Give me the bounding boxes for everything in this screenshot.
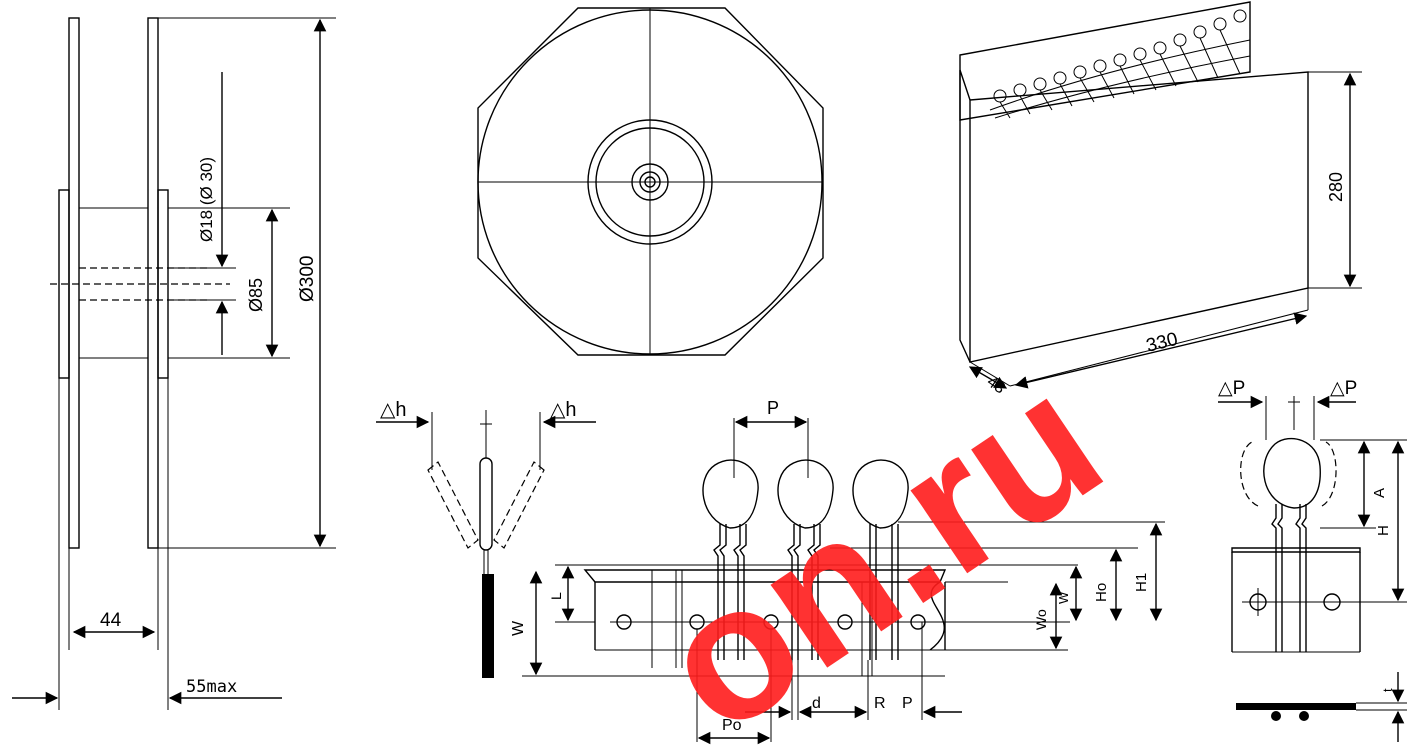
delta-h-left-label: △h	[380, 399, 407, 421]
lead-length-label: L	[548, 592, 564, 600]
reel-inner-width-label: 44	[100, 610, 122, 631]
delta-p-right-label: △P	[1330, 378, 1357, 399]
reel-flange-diameter-label: Ø300	[297, 256, 318, 302]
delta-p-left-label: △P	[1218, 378, 1245, 399]
lead-tilt-view: △h △h	[376, 399, 596, 678]
reel-hub-diameter-label: Ø18 (Ø 30)	[197, 157, 216, 242]
tape-width-label: W	[510, 620, 527, 636]
reel-side-view: Ø18 (Ø 30) Ø85 Ø300 44 55max	[12, 17, 336, 710]
reel-core-diameter-label: Ø85	[246, 278, 266, 312]
watermark-text: on.ru	[624, 333, 1136, 747]
lead-diameter-label: d	[812, 695, 821, 712]
box-height-label: 280	[1326, 172, 1346, 202]
height-h0-label: Ho	[1093, 583, 1110, 602]
side-view: △P △P A H t	[1218, 378, 1407, 742]
reel-front-view	[477, 7, 824, 356]
ammo-box: 280 330 43	[959, 1, 1362, 398]
reel-overall-width-label: 55max	[186, 677, 237, 697]
pitch-label: P	[767, 398, 779, 418]
thickness-label: t	[1380, 688, 1395, 692]
height-h1-label: H1	[1133, 573, 1150, 592]
box-components	[989, 9, 1251, 119]
delta-h-right-label: △h	[550, 399, 577, 421]
adhesive-width-label: W	[1056, 591, 1071, 604]
h-label: H	[1375, 525, 1392, 536]
hole-pitch-label: Po	[722, 717, 742, 734]
p-label: P	[902, 695, 913, 712]
box-length-label: 330	[1144, 329, 1180, 357]
taped-components: P W L Wo W Ho H1 Po d R P	[510, 398, 1165, 745]
r-label: R	[874, 695, 886, 712]
hole-position-label: Wo	[1033, 609, 1049, 630]
a-label: A	[1371, 488, 1388, 498]
